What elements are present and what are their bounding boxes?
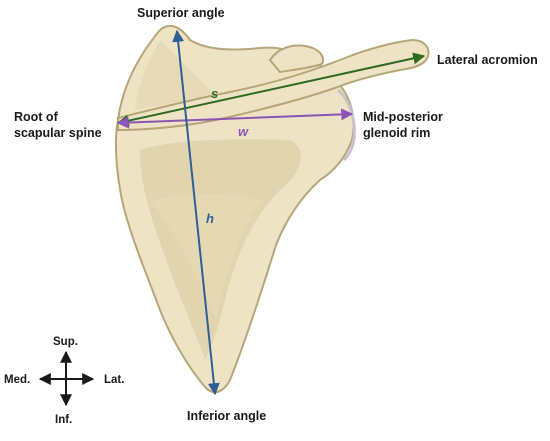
inferior-angle-label: Inferior angle bbox=[187, 409, 266, 423]
compass-lat-label: Lat. bbox=[104, 374, 124, 386]
root-scapular-spine-label-1: Root of bbox=[14, 110, 59, 124]
root-scapular-spine-label-2: scapular spine bbox=[14, 126, 102, 140]
compass-med-label: Med. bbox=[4, 374, 30, 386]
h-label: h bbox=[206, 211, 214, 226]
w-measure-line bbox=[116, 108, 354, 129]
glenoid-rim-label-2: glenoid rim bbox=[363, 126, 430, 140]
lateral-acromion-label: Lateral acromion bbox=[437, 53, 538, 67]
superior-angle-label: Superior angle bbox=[137, 6, 225, 20]
scapula-bone bbox=[114, 24, 430, 394]
w-label: w bbox=[238, 124, 249, 139]
compass-sup-label: Sup. bbox=[53, 336, 78, 348]
orientation-compass: Sup. Inf. Med. Lat. bbox=[4, 336, 124, 426]
s-label: s bbox=[211, 86, 218, 101]
glenoid-rim-label-1: Mid-posterior bbox=[363, 110, 443, 124]
h-measure-line bbox=[172, 29, 220, 396]
compass-inf-label: Inf. bbox=[55, 414, 72, 426]
